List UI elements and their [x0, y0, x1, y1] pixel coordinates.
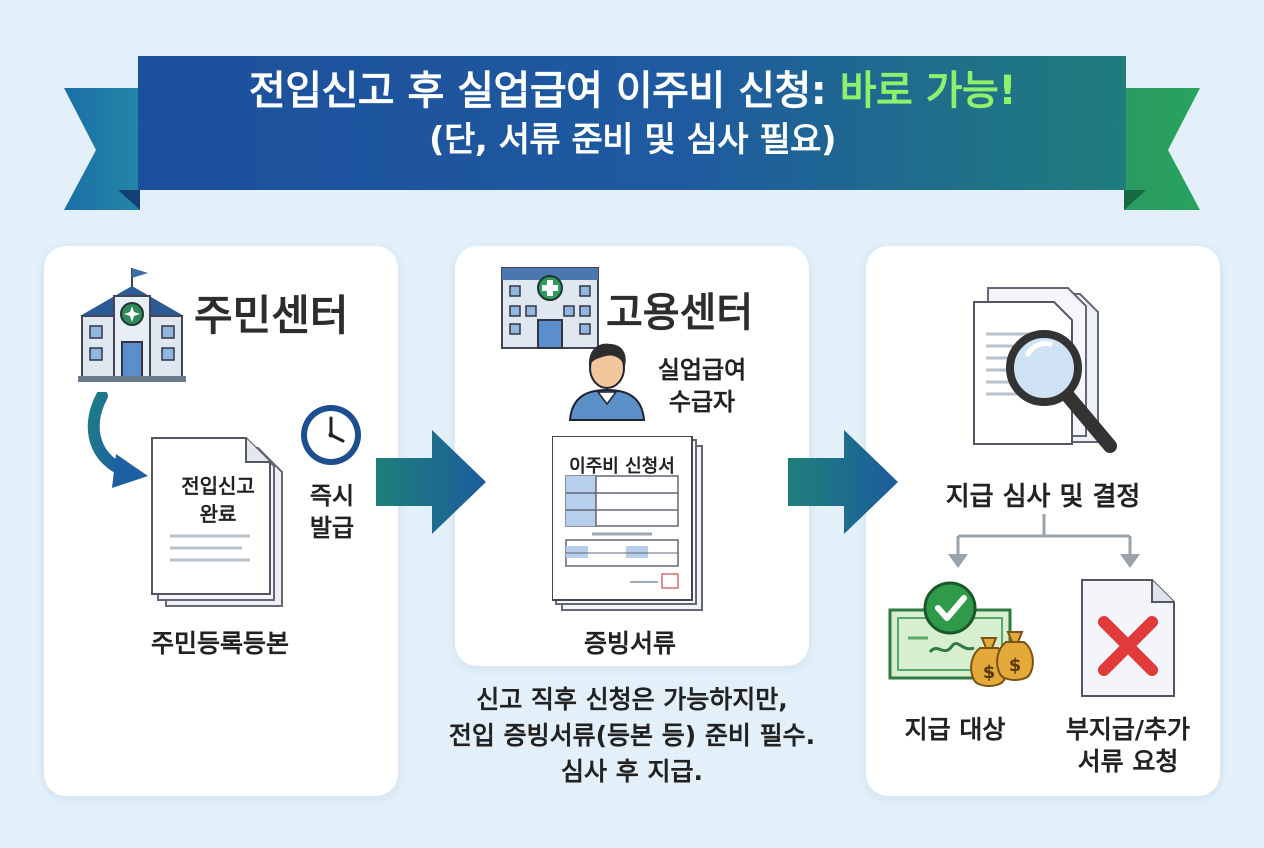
title-banner — [64, 56, 1200, 210]
relocation-application-form-icon — [552, 436, 703, 611]
clock-icon — [301, 405, 361, 465]
reject-label-line2: 서류 요청 — [1077, 747, 1179, 776]
form-title: 이주비 신청서 — [569, 456, 675, 477]
banner-text: 전입신고 후 실업급여 이주비 신청: 바로 가능! (단, 서류 준비 및 심… — [140, 66, 1125, 164]
flow-arrow-2 — [788, 430, 898, 534]
flow-arrow-1 — [376, 430, 486, 534]
resident-registration-document-icon — [151, 437, 283, 607]
banner-title-main: 전입신고 후 실업급여 이주비 신청: — [248, 68, 840, 114]
svg-text:$: $ — [983, 662, 996, 683]
note-line1: 신고 직후 신청은 가능하지만, — [476, 685, 788, 714]
step3-title: 지급 심사 및 결정 — [945, 482, 1141, 512]
person-label-line2: 수급자 — [668, 388, 736, 416]
person-icon — [568, 343, 646, 421]
banner-subtitle: (단, 서류 준비 및 심사 필요) — [429, 120, 836, 160]
step1-caption: 주민등록등본 — [150, 629, 289, 658]
banner-title: 전입신고 후 실업급여 이주비 신청: 바로 가능! — [140, 66, 1125, 116]
approve-label: 지급 대상 — [904, 715, 1006, 744]
banner-title-highlight: 바로 가능! — [839, 68, 1017, 114]
doc-text-line2: 완료 — [199, 502, 237, 526]
clock-label-line2: 발급 — [309, 514, 355, 542]
note-line3: 심사 후 지급. — [561, 757, 703, 786]
payment-approved-icon: $ $ — [888, 581, 1034, 687]
svg-text:$: $ — [1009, 655, 1022, 676]
doc-text-line1: 전입신고 — [181, 474, 255, 498]
employment-center-building-icon — [501, 267, 599, 349]
person-label-line1: 실업급여 — [657, 356, 747, 384]
document-review-magnifier-icon — [973, 287, 1117, 453]
note-line2: 전입 증빙서류(등본 등) 준비 필수. — [448, 721, 816, 750]
decision-branch-lines — [948, 514, 1140, 568]
payment-rejected-icon — [1081, 579, 1175, 697]
step2-caption: 증빙서류 — [583, 629, 676, 658]
step1-title: 주민센터 — [194, 291, 349, 340]
reject-label-line1: 부지급/추가 — [1065, 715, 1191, 744]
community-center-building-icon — [78, 268, 186, 382]
step2-title: 고용센터 — [606, 290, 754, 336]
curved-arrow-icon — [87, 392, 148, 488]
clock-label-line1: 즉시 — [309, 482, 355, 510]
